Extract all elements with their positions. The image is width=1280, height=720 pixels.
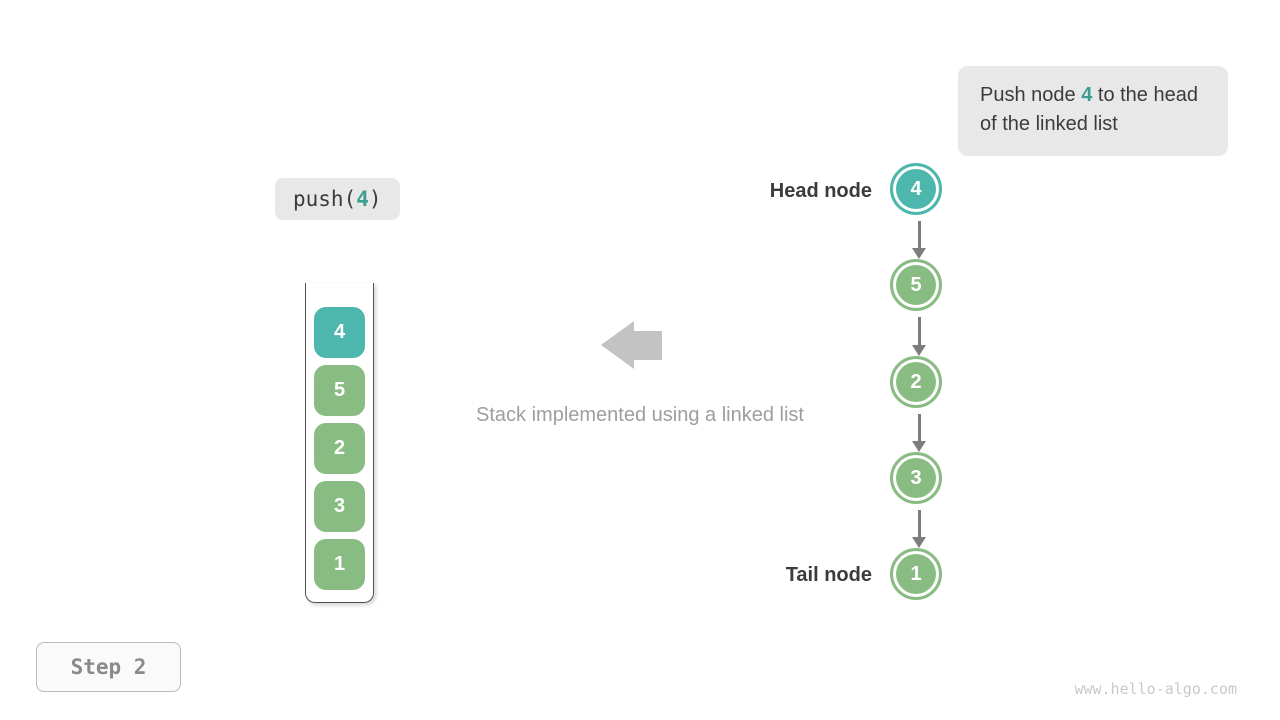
left-arrow-icon xyxy=(601,321,634,369)
arrow-line xyxy=(917,221,921,248)
callout-highlight-value: 4 xyxy=(1081,84,1093,106)
linked-list-node-1: 1 xyxy=(890,548,942,600)
diagram-caption: Stack implemented using a linked list xyxy=(476,404,804,426)
push-callout: Push node 4 to the head of the linked li… xyxy=(958,66,1228,156)
arrow-line xyxy=(917,414,921,441)
arrow-line xyxy=(917,317,921,345)
push-code-label: push(4) xyxy=(275,178,400,220)
down-arrow-icon xyxy=(912,317,926,356)
stack-item-5: 5 xyxy=(314,365,365,416)
stack-item-2: 2 xyxy=(314,423,365,474)
arrow-head xyxy=(912,345,926,356)
stack-container: 4 5 2 3 1 xyxy=(305,283,374,603)
tail-node-label: Tail node xyxy=(785,564,872,586)
arrow-line xyxy=(917,510,921,537)
down-arrow-icon xyxy=(912,510,926,548)
head-node-label: Head node xyxy=(769,180,872,202)
code-prefix: push( xyxy=(293,187,357,211)
stack-item-1: 1 xyxy=(314,539,365,590)
callout-text-before: Push node xyxy=(980,84,1082,106)
arrow-head xyxy=(912,248,926,259)
callout-text-after: to the head of the linked list xyxy=(980,84,1198,135)
linked-list-node-3: 3 xyxy=(890,452,942,504)
linked-list-node-2: 2 xyxy=(890,356,942,408)
linked-list-node-4: 4 xyxy=(890,163,942,215)
code-arg: 4 xyxy=(356,187,369,211)
code-suffix: ) xyxy=(368,187,382,211)
stack-item-3: 3 xyxy=(314,481,365,532)
step-badge: Step 2 xyxy=(36,642,181,692)
watermark-text: www.hello-algo.com xyxy=(1074,680,1237,698)
linked-list-node-5: 5 xyxy=(890,259,942,311)
arrow-head xyxy=(912,441,926,452)
down-arrow-icon xyxy=(912,414,926,452)
arrow-head xyxy=(912,537,926,548)
down-arrow-icon xyxy=(912,221,926,259)
stack-item-4: 4 xyxy=(314,307,365,358)
left-arrow-shaft xyxy=(633,331,662,360)
